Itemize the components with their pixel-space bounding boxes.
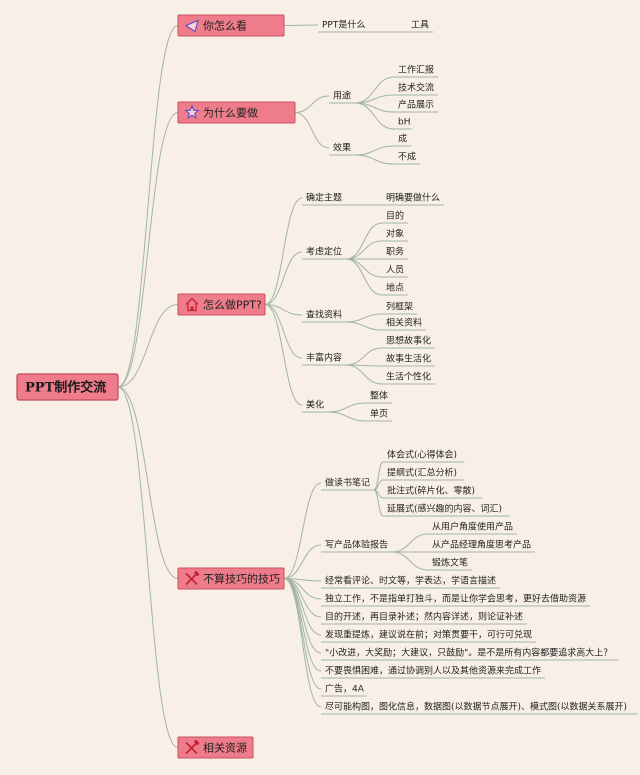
subtopic-label: 从产品经理角度思考产品 <box>432 539 531 551</box>
branch-label: 怎么做PPT? <box>203 298 262 312</box>
subtopic-label: 单页 <box>370 408 388 420</box>
connector-line <box>345 347 383 366</box>
connector-line <box>117 386 179 748</box>
branch-node <box>177 14 285 37</box>
topic-label: 经常看评论、时文等，学表达，学语言描述 <box>325 575 496 587</box>
subtopic-label: 列框架 <box>386 301 413 313</box>
connector-line <box>345 222 383 260</box>
subtopic-label: 从用户角度使用产品 <box>432 521 513 533</box>
connector-line <box>264 197 303 305</box>
connector-line <box>283 482 322 579</box>
branch-node <box>177 101 296 124</box>
connector-line <box>117 386 179 579</box>
branch-label: 不算技巧的技巧 <box>203 572 280 586</box>
connector-line <box>327 411 367 422</box>
subtopic-label: 地点 <box>386 282 404 294</box>
topic-label: 确定主题 <box>306 192 342 204</box>
connector-line <box>327 402 367 413</box>
connector-line <box>391 551 429 571</box>
branch-node <box>177 567 285 590</box>
connector-line <box>283 24 319 26</box>
connector-line <box>294 95 330 113</box>
connector-line <box>354 154 395 165</box>
topic-label: 美化 <box>306 399 324 411</box>
paper-plane-icon <box>184 19 199 33</box>
topic-label: PPT是什么 <box>322 19 365 31</box>
topic-label: 独立工作，不是指单打独斗，而是让你学会思考，更好去借助资源 <box>325 593 586 605</box>
tools-icon <box>185 570 200 586</box>
connector-line <box>345 321 383 331</box>
subtopic-label: 提纲式(汇总分析) <box>387 467 457 479</box>
topic-label: 不要畏惧困难，通过协调别人以及其他资源来完成工作 <box>325 665 541 677</box>
connector-line <box>391 533 429 553</box>
branch-node <box>177 293 266 316</box>
subtopic-label: bH <box>398 118 410 128</box>
connector-line <box>294 112 330 149</box>
connector-line <box>283 578 322 672</box>
topic-label: 写产品体验报告 <box>325 539 388 551</box>
subtopic-label: 相关资料 <box>386 317 422 329</box>
subtopic-label: 人员 <box>386 265 404 276</box>
topic-label: "小改进，大奖励；大建议，只鼓励"。是不是所有内容都要追求高大上？ <box>325 647 612 659</box>
connector-lines <box>117 24 638 748</box>
branch-label: 你怎么看 <box>203 19 247 33</box>
subtopic-label: 职务 <box>386 246 404 258</box>
subtopic-label: 目的 <box>386 210 404 222</box>
subtopic-label: 批注式(碎片化、零散) <box>387 485 475 497</box>
connector-line <box>117 25 179 388</box>
root-label: PPT制作交流 <box>25 380 106 396</box>
connector-line <box>345 240 383 260</box>
subtopic-label: 思想故事化 <box>386 335 431 347</box>
topic-label: 查找资料 <box>306 309 342 321</box>
topic-label: 目的开述，再目录补述；然内容详述，则论证补述 <box>325 611 523 623</box>
subtopic-label: 生活个性化 <box>386 371 431 383</box>
subtopic-label: 不成 <box>398 151 416 163</box>
subtopic-label: 工作汇报 <box>398 64 434 76</box>
connector-line <box>283 578 322 708</box>
topic-label: 效果 <box>333 142 351 154</box>
connector-line <box>354 145 395 156</box>
subtopic-label: 体会式(心得体会) <box>387 449 457 461</box>
subtopic-label: 故事生活化 <box>386 353 431 365</box>
connector-line <box>283 544 322 579</box>
subtopic-label: 延展式(感兴趣的内容、词汇) <box>387 503 502 515</box>
connector-line <box>345 313 383 323</box>
connector-line <box>117 112 179 388</box>
connector-line <box>354 102 395 130</box>
star-icon <box>184 104 200 120</box>
home-icon <box>185 297 199 312</box>
subtopic-label: 明确要做什么 <box>386 192 440 204</box>
topic-label: 尽可能构图，图化信息，数据图(以数据节点展开)、模式图(以数据关系展开) <box>325 701 627 713</box>
subtopic-label: 成 <box>398 133 407 145</box>
subtopic-label: 整体 <box>370 390 388 402</box>
root-node <box>16 373 119 401</box>
subtopic-label: 对象 <box>386 228 404 240</box>
connector-line <box>283 578 322 690</box>
topic-label: 丰富内容 <box>306 352 342 364</box>
connector-line <box>264 251 303 305</box>
connector-line <box>264 304 303 406</box>
connector-line <box>373 489 384 517</box>
subtopic-label: 产品展示 <box>398 99 434 111</box>
branch-label: 相关资源 <box>203 741 247 755</box>
subtopic-label: 技术交流 <box>398 82 434 94</box>
topic-label: 广告，4A <box>325 683 365 695</box>
connector-line <box>117 304 179 388</box>
connector-line <box>264 304 303 316</box>
subtopic-label: 工具 <box>411 20 429 31</box>
connector-line <box>345 258 383 278</box>
connector-line <box>283 578 322 618</box>
tools-icon <box>185 739 200 755</box>
branch-label: 为什么要做 <box>203 106 258 120</box>
connector-line <box>345 364 383 385</box>
connector-line <box>345 258 383 296</box>
connector-line <box>264 304 303 359</box>
subtopic-label: 锻炼文笔 <box>432 557 468 569</box>
topic-label: 考虑定位 <box>306 246 342 258</box>
topic-label: 做读书笔记 <box>325 477 370 489</box>
topic-label: 用途 <box>333 90 351 102</box>
topic-label: 发现重提炼，建议说在前；对策贯要干，可行可兑现 <box>325 629 532 641</box>
